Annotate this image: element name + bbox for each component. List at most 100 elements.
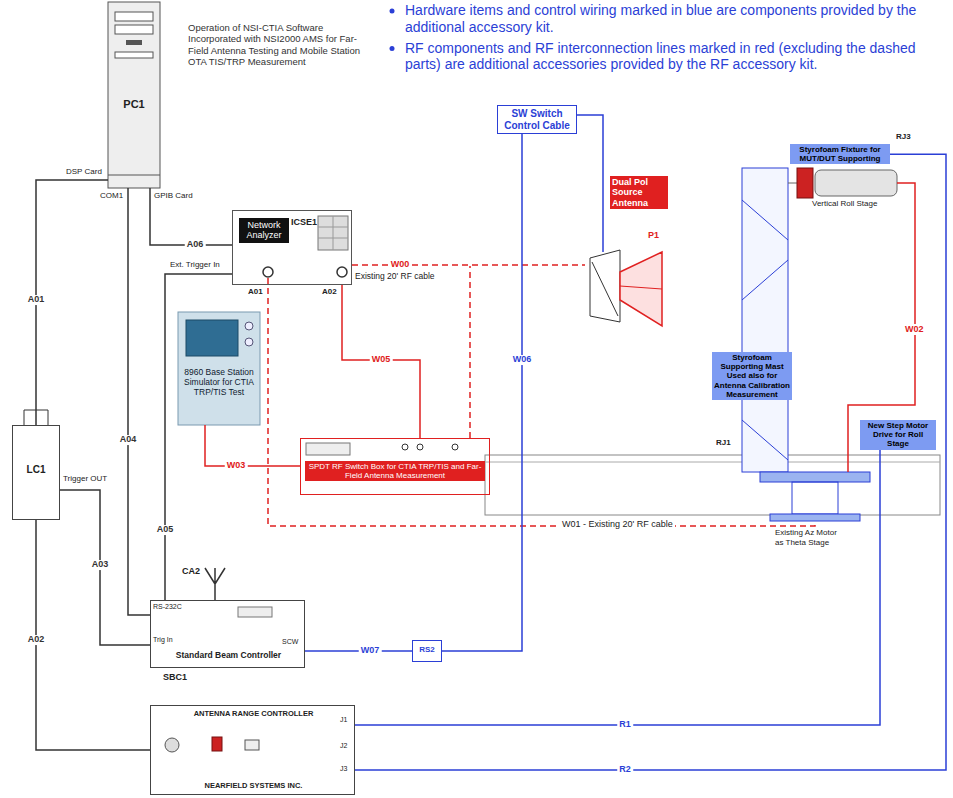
- simulator-body: [178, 312, 260, 425]
- rf-box-drawing: [306, 443, 458, 455]
- source-antenna: Dual Pol Source Antenna: [585, 176, 670, 326]
- cable-label: W02: [904, 324, 925, 335]
- keypad-line: [333, 216, 334, 250]
- part-label: CA2: [182, 566, 200, 577]
- note-text: Hardware items and control wiring marked…: [405, 2, 945, 36]
- connector: [150, 188, 232, 245]
- existing-rf-cable: [268, 278, 815, 526]
- keypad: [318, 216, 348, 250]
- antenna-symbol: [205, 568, 225, 600]
- drive-bay: [115, 12, 153, 21]
- simulator-screen: [186, 320, 238, 356]
- switch: [245, 740, 259, 750]
- port-label: GPIB Card: [154, 191, 193, 201]
- beam-controller: Standard Beam ControllerSBC1: [150, 600, 305, 668]
- port-label: RS-232C: [153, 603, 182, 611]
- horn-antenna: [620, 252, 662, 326]
- node-text: SPDT RF Switch Box for CTIA TRP/TIS and …: [305, 461, 485, 481]
- switch-blade: [592, 262, 618, 316]
- port-label: DSP Card: [66, 167, 102, 177]
- pc-case: [108, 2, 160, 188]
- part-label: Vertical Roll Stage: [812, 199, 877, 209]
- cable-label: R2: [617, 765, 633, 775]
- port-label: J1: [340, 716, 347, 724]
- port-label: SCW: [282, 638, 298, 646]
- rf-switch-symbol: [590, 250, 620, 322]
- mast-brace: [742, 200, 788, 460]
- port-label: A02: [322, 287, 337, 297]
- connector: [342, 285, 420, 438]
- knob: [245, 322, 253, 330]
- connector: [352, 264, 585, 266]
- range-controller: ANTENNA RANGE CONTROLLER NEARFIELD SYSTEM…: [150, 705, 355, 795]
- pc-tower: PC1: [108, 2, 160, 188]
- turntable: [760, 472, 870, 482]
- connector: [128, 188, 150, 615]
- rf-port: [263, 267, 273, 277]
- rf-port: [417, 444, 423, 450]
- port-label: Trig In: [153, 636, 173, 644]
- positioner-drawing: [485, 168, 940, 521]
- support-mast: [742, 168, 788, 472]
- part-label: P1: [648, 230, 659, 241]
- port-label: J3: [340, 765, 347, 773]
- port-label: A01: [248, 287, 263, 297]
- beam-controller-drawing: [205, 568, 272, 617]
- node-text: ANTENNA RANGE CONTROLLER: [151, 710, 356, 719]
- cable-label: A01: [26, 295, 47, 305]
- motor-base: [770, 514, 860, 521]
- base-station-drawing: [178, 312, 260, 425]
- node-subtext: ICSE1: [291, 217, 317, 227]
- connector: [36, 180, 108, 425]
- existing-rf-cable: [469, 266, 471, 438]
- mast-tag: Styrofoam Supporting Mast Used also for …: [712, 352, 792, 400]
- cable-label: W03: [225, 461, 248, 471]
- cable-label: A05: [155, 525, 176, 535]
- cable-label: A04: [118, 435, 139, 445]
- source-antenna-drawing: [577, 115, 662, 326]
- panel-display: [238, 607, 272, 617]
- node-subtext: NEARFIELD SYSTEMS INC.: [151, 782, 356, 791]
- range-controller-drawing: [165, 737, 259, 752]
- rf-port: [402, 444, 408, 450]
- drive-bay: [115, 52, 153, 58]
- bullet-dot: [390, 46, 395, 51]
- knob: [245, 338, 253, 346]
- network-analyzer: Network AnalyzerICSE1: [232, 210, 352, 285]
- horn-line: [620, 286, 662, 289]
- part-label: RJ1: [716, 438, 731, 448]
- fixture-arm: [788, 183, 797, 184]
- cable-label: W07: [359, 646, 382, 656]
- diagram-title: Operation of NSI-CTIA Software Incorpora…: [188, 22, 373, 68]
- connector: [60, 490, 150, 645]
- connector: [165, 274, 232, 600]
- port-label: Trigger OUT: [63, 474, 107, 484]
- connector: [305, 650, 412, 652]
- node-text: New Step Motor Drive for Roll Stage: [862, 421, 934, 449]
- cable-label: A02: [26, 635, 47, 645]
- lc-box: LC1: [12, 425, 60, 520]
- az-motor: [792, 482, 838, 514]
- mobile-device: [797, 168, 813, 198]
- connector: [355, 450, 880, 725]
- connector: [205, 425, 300, 466]
- cable-note: Existing 20' RF cable: [355, 271, 435, 281]
- part-label: RJ3: [896, 132, 911, 142]
- node-text: Standard Beam Controller: [171, 651, 286, 661]
- port-label: COM1: [100, 191, 123, 201]
- slab-line: [485, 462, 940, 463]
- part-label: Existing Az Motor as Theta Stage: [775, 528, 840, 547]
- knob: [165, 738, 179, 752]
- port-label: J2: [340, 742, 347, 750]
- power-switch: [212, 737, 222, 751]
- node-text: RS2: [413, 645, 441, 654]
- node-text: Styrofoam Fixture for MUT/DUT Supporting: [792, 145, 888, 163]
- cable-label: W01 - Existing 20' RF cable: [560, 519, 675, 530]
- node-text: Network Analyzer: [239, 218, 289, 243]
- control-wire: [577, 115, 603, 252]
- cable-label: W00: [389, 260, 412, 270]
